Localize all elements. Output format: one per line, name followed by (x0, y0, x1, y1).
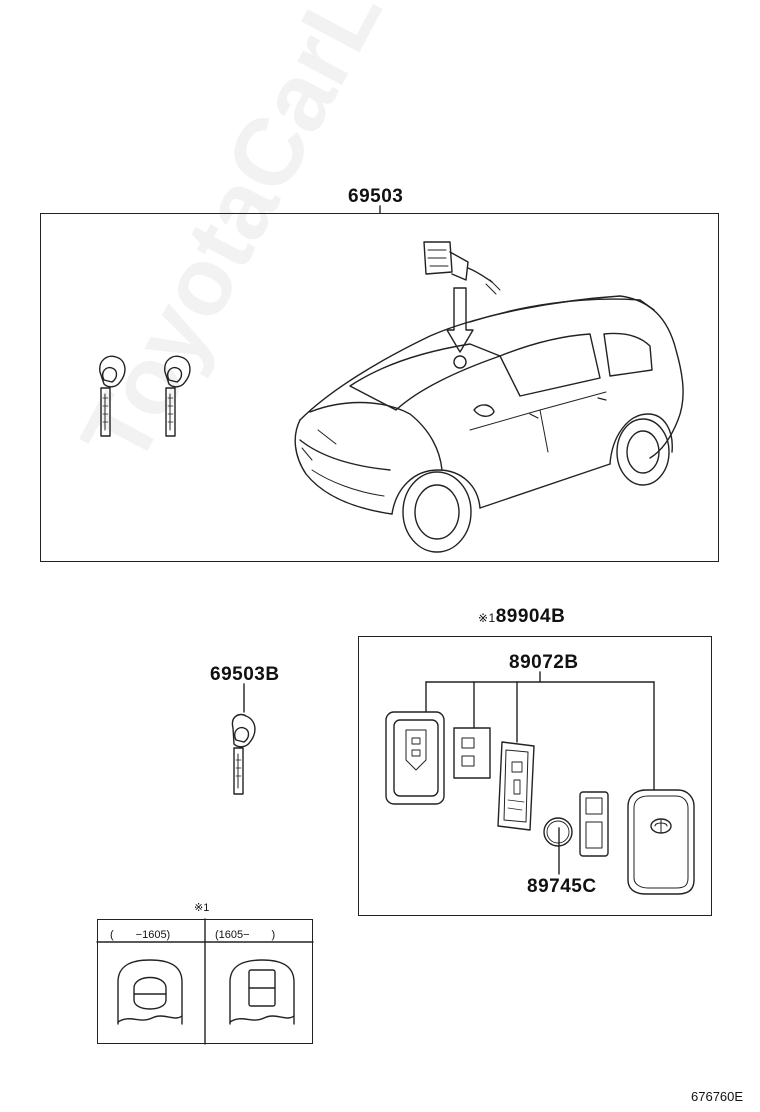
car-illustration (294, 295, 684, 553)
label-89745c: 89745C (527, 876, 597, 897)
legend-mark: ※1 (194, 902, 210, 914)
assembly-box (40, 213, 719, 562)
smart-key-fob-icon (627, 789, 695, 895)
smart-key-set-box (358, 636, 712, 916)
label-89904b: ※189904B (478, 606, 566, 627)
label-69503: 69503 (348, 186, 404, 207)
fob-old-style-icon (117, 959, 183, 1025)
key-icon (164, 355, 191, 437)
inner-frame-icon (579, 791, 609, 857)
label-89072b: 89072B (509, 652, 579, 673)
clip-parts-icon (453, 727, 491, 779)
legend-col-left: ( −1605) (110, 929, 171, 941)
circuit-board-icon (497, 741, 535, 831)
battery-icon (543, 817, 573, 847)
fob-new-style-icon (229, 959, 295, 1025)
label-69503b: 69503B (210, 664, 280, 685)
key-case-front-icon (385, 711, 445, 805)
module-icon (423, 241, 501, 295)
key-blank-icon (231, 683, 256, 795)
leader-89072b (425, 671, 655, 875)
arrow-icon (446, 287, 474, 353)
key-icon (99, 355, 126, 437)
legend-col-right: (1605− ) (215, 929, 276, 941)
diagram-id: 676760E (691, 1089, 744, 1104)
